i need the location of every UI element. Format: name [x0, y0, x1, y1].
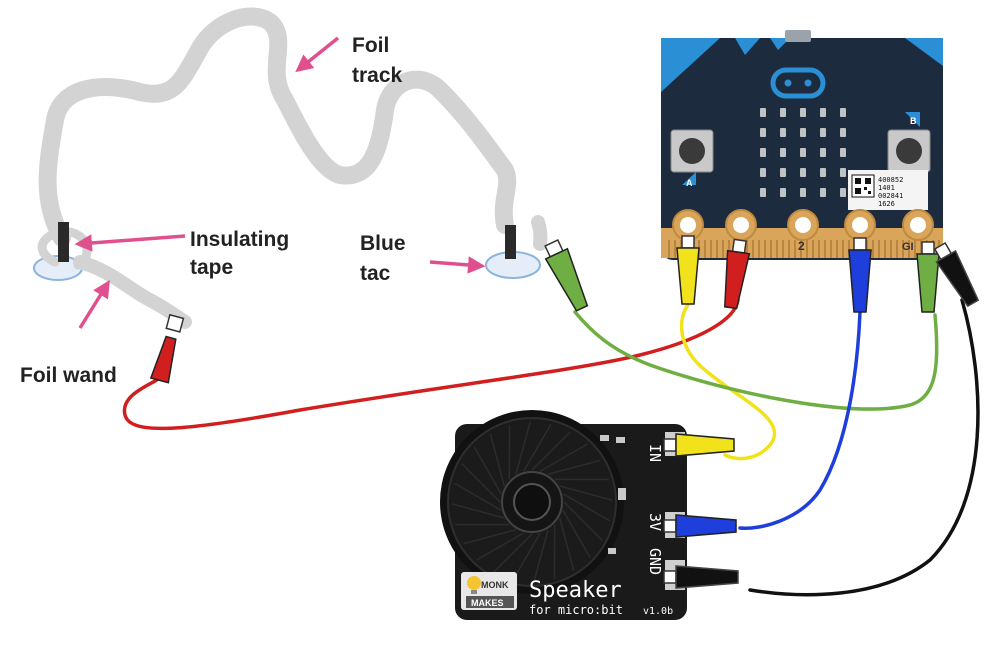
black-wire — [748, 298, 980, 597]
label-foil-wand: Foil wand — [20, 364, 117, 387]
foil-wand — [73, 255, 192, 329]
insulating-tape-left — [58, 222, 69, 262]
led — [820, 188, 826, 197]
speaker-pin-gnd-label: GND — [646, 548, 664, 575]
insulating-tape-right — [505, 225, 516, 259]
black-clip-speaker-gnd — [663, 565, 739, 589]
yellow-clip-pin0 — [676, 235, 700, 305]
label-insulating-tape-1: Insulating — [190, 228, 289, 251]
led — [840, 128, 846, 137]
green-clip-gnd — [916, 241, 940, 313]
label-foil-track-2: track — [352, 64, 403, 87]
yellow-clip-speaker-in — [663, 433, 735, 457]
label-blue-tac-2: tac — [360, 262, 391, 285]
blue-wire — [738, 310, 862, 530]
arrow-blue-tac — [429, 256, 486, 274]
led — [780, 188, 786, 197]
arrow-foil-track — [295, 36, 340, 73]
pin-2-label: 2 — [798, 239, 805, 253]
speaker-subtitle: for micro:bit — [529, 603, 623, 617]
qr-line-3: 002841 — [878, 192, 903, 200]
led — [820, 148, 826, 157]
led — [820, 108, 826, 117]
wires — [122, 298, 980, 597]
led — [820, 128, 826, 137]
led — [800, 168, 806, 177]
led — [760, 188, 766, 197]
label-insulating-tape-2: tape — [190, 256, 233, 279]
red-clip-wand — [149, 313, 185, 384]
speaker-version: v1.0b — [643, 606, 673, 617]
speaker-pin-3v-label: 3V — [646, 513, 664, 531]
led — [760, 168, 766, 177]
led — [780, 108, 786, 117]
qr-line-4: 1626 — [878, 200, 895, 208]
foil-track — [38, 7, 548, 251]
led — [760, 108, 766, 117]
speaker-pin-in-label: IN — [646, 444, 664, 462]
led — [780, 148, 786, 157]
label-blue-tac-1: Blue — [360, 232, 406, 255]
button-b-label: B — [910, 116, 917, 126]
annotation-arrows — [74, 36, 486, 329]
logo-line-1: MONK — [481, 580, 509, 590]
qr-line-2: 1401 — [878, 184, 895, 192]
led — [800, 108, 806, 117]
black-clip-gnd — [933, 241, 980, 308]
led — [800, 128, 806, 137]
led — [840, 168, 846, 177]
arrow-foil-wand — [78, 280, 110, 329]
blue-clip-speaker-3v — [663, 514, 737, 538]
yellow-wire — [679, 300, 777, 461]
led — [780, 128, 786, 137]
led — [800, 148, 806, 157]
red-clip-pin1 — [723, 238, 751, 310]
qr-line-1: 400852 — [878, 176, 903, 184]
speaker-title: Speaker — [529, 578, 622, 603]
led — [800, 188, 806, 197]
green-clip-track — [544, 239, 589, 312]
led-matrix — [760, 108, 846, 197]
led — [840, 148, 846, 157]
label-foil-track-1: Foil — [352, 34, 389, 57]
button-a-label: A — [686, 178, 693, 188]
speaker-board: IN 3V GND MONK MAKES Speaker for micro:b… — [440, 410, 687, 620]
pin-gnd-label: GI — [902, 241, 914, 253]
logo-line-2: MAKES — [471, 598, 504, 608]
led — [760, 148, 766, 157]
led — [820, 168, 826, 177]
blue-clip-3v — [848, 237, 872, 313]
arrow-insulating-tape — [74, 234, 186, 252]
red-wire — [122, 298, 740, 431]
led — [760, 128, 766, 137]
green-wire — [573, 310, 939, 411]
led — [840, 108, 846, 117]
led — [840, 188, 846, 197]
microbit-board: A B 400852 1401 002841 1626 2 GI — [661, 30, 943, 260]
led — [780, 168, 786, 177]
